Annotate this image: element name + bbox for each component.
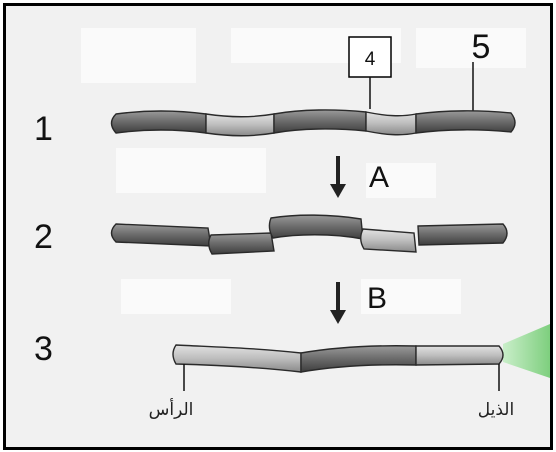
dna-strand-3 [172, 344, 504, 373]
dna-strand-1 [110, 109, 516, 137]
tail-label: الذيل [478, 400, 514, 420]
arrow-a [330, 156, 346, 198]
dna-diagram: 4 5 1 2 3 A B الرأس [34, 28, 550, 420]
arrow-b-label: B [367, 282, 387, 315]
blank-patch [416, 28, 526, 68]
arrow-a-label: A [369, 161, 389, 194]
row-number-1: 1 [34, 110, 53, 148]
fragment-1 [110, 223, 212, 247]
arrow-b [330, 282, 346, 324]
label-box-4 [348, 36, 392, 78]
row-number-2: 2 [34, 218, 53, 256]
blank-patch [121, 279, 231, 314]
blank-patch [81, 28, 196, 83]
label-5: 5 [472, 28, 491, 66]
head-label: الرأس [149, 398, 194, 420]
fragment-3 [268, 214, 364, 240]
diagram-frame: 4 5 1 2 3 A B الرأس [3, 3, 553, 450]
row-number-3: 3 [34, 330, 53, 368]
blank-patch [116, 148, 266, 193]
green-tip [503, 324, 550, 378]
fragment-4 [360, 228, 417, 253]
dna-strand-2-fragments [110, 214, 508, 255]
fragment-5 [417, 223, 508, 246]
blank-patch [366, 163, 436, 198]
fragment-2 [208, 232, 275, 255]
label-4: 4 [365, 49, 376, 70]
blank-patch [361, 279, 461, 314]
